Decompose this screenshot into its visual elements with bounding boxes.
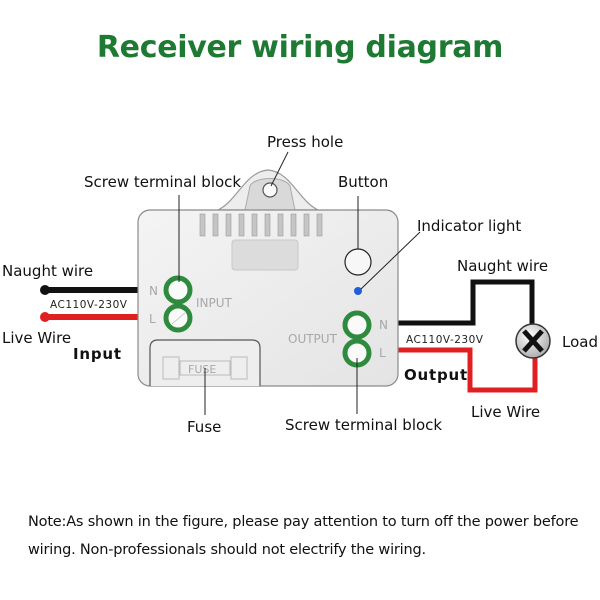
output-neutral-wire — [398, 279, 535, 327]
input-neutral-wire — [40, 285, 138, 295]
live-wire-left-label: Live Wire — [2, 329, 71, 347]
fuse-device-label: FUSE — [188, 363, 216, 376]
input-n-label: N — [149, 284, 158, 298]
input-live-wire — [40, 312, 138, 322]
output-device-label: OUTPUT — [288, 332, 338, 346]
output-live-wire — [398, 347, 538, 393]
press-hole[interactable] — [262, 182, 278, 198]
indicator-light-label: Indicator light — [417, 217, 521, 235]
output-l-label: L — [379, 346, 386, 360]
mounting-tab — [217, 169, 319, 211]
screw-terminal-block-top-label: Screw terminal block — [84, 173, 241, 191]
fuse-compartment — [149, 339, 261, 386]
indicator-light — [354, 287, 362, 295]
input-l-label: L — [149, 312, 156, 326]
input-label: Input — [73, 345, 122, 363]
input-device-label: INPUT — [196, 296, 233, 310]
naught-wire-left-label: Naught wire — [2, 262, 93, 280]
vent-slots — [199, 213, 323, 237]
button-label: Button — [338, 173, 388, 191]
screw-terminal-block-bottom-label: Screw terminal block — [285, 416, 442, 434]
output-label: Output — [404, 366, 468, 384]
live-wire-right-label: Live Wire — [471, 403, 540, 421]
leader-lines — [178, 151, 421, 415]
voltage-left-label: AC110V-230V — [50, 299, 128, 311]
output-n-label: N — [379, 318, 388, 332]
device-window — [231, 239, 299, 271]
press-hole-label: Press hole — [267, 133, 343, 151]
input-terminal-block — [163, 275, 193, 333]
device-button[interactable] — [344, 248, 372, 276]
load-label: Load — [562, 333, 598, 351]
safety-note: Note:As shown in the figure, please pay … — [28, 514, 579, 558]
voltage-right-label: AC110V-230V — [406, 334, 484, 346]
naught-wire-right-label: Naught wire — [457, 257, 548, 275]
diagram-title: Receiver wiring diagram — [96, 30, 504, 65]
load-lamp — [515, 323, 551, 359]
fuse-label: Fuse — [187, 418, 221, 436]
